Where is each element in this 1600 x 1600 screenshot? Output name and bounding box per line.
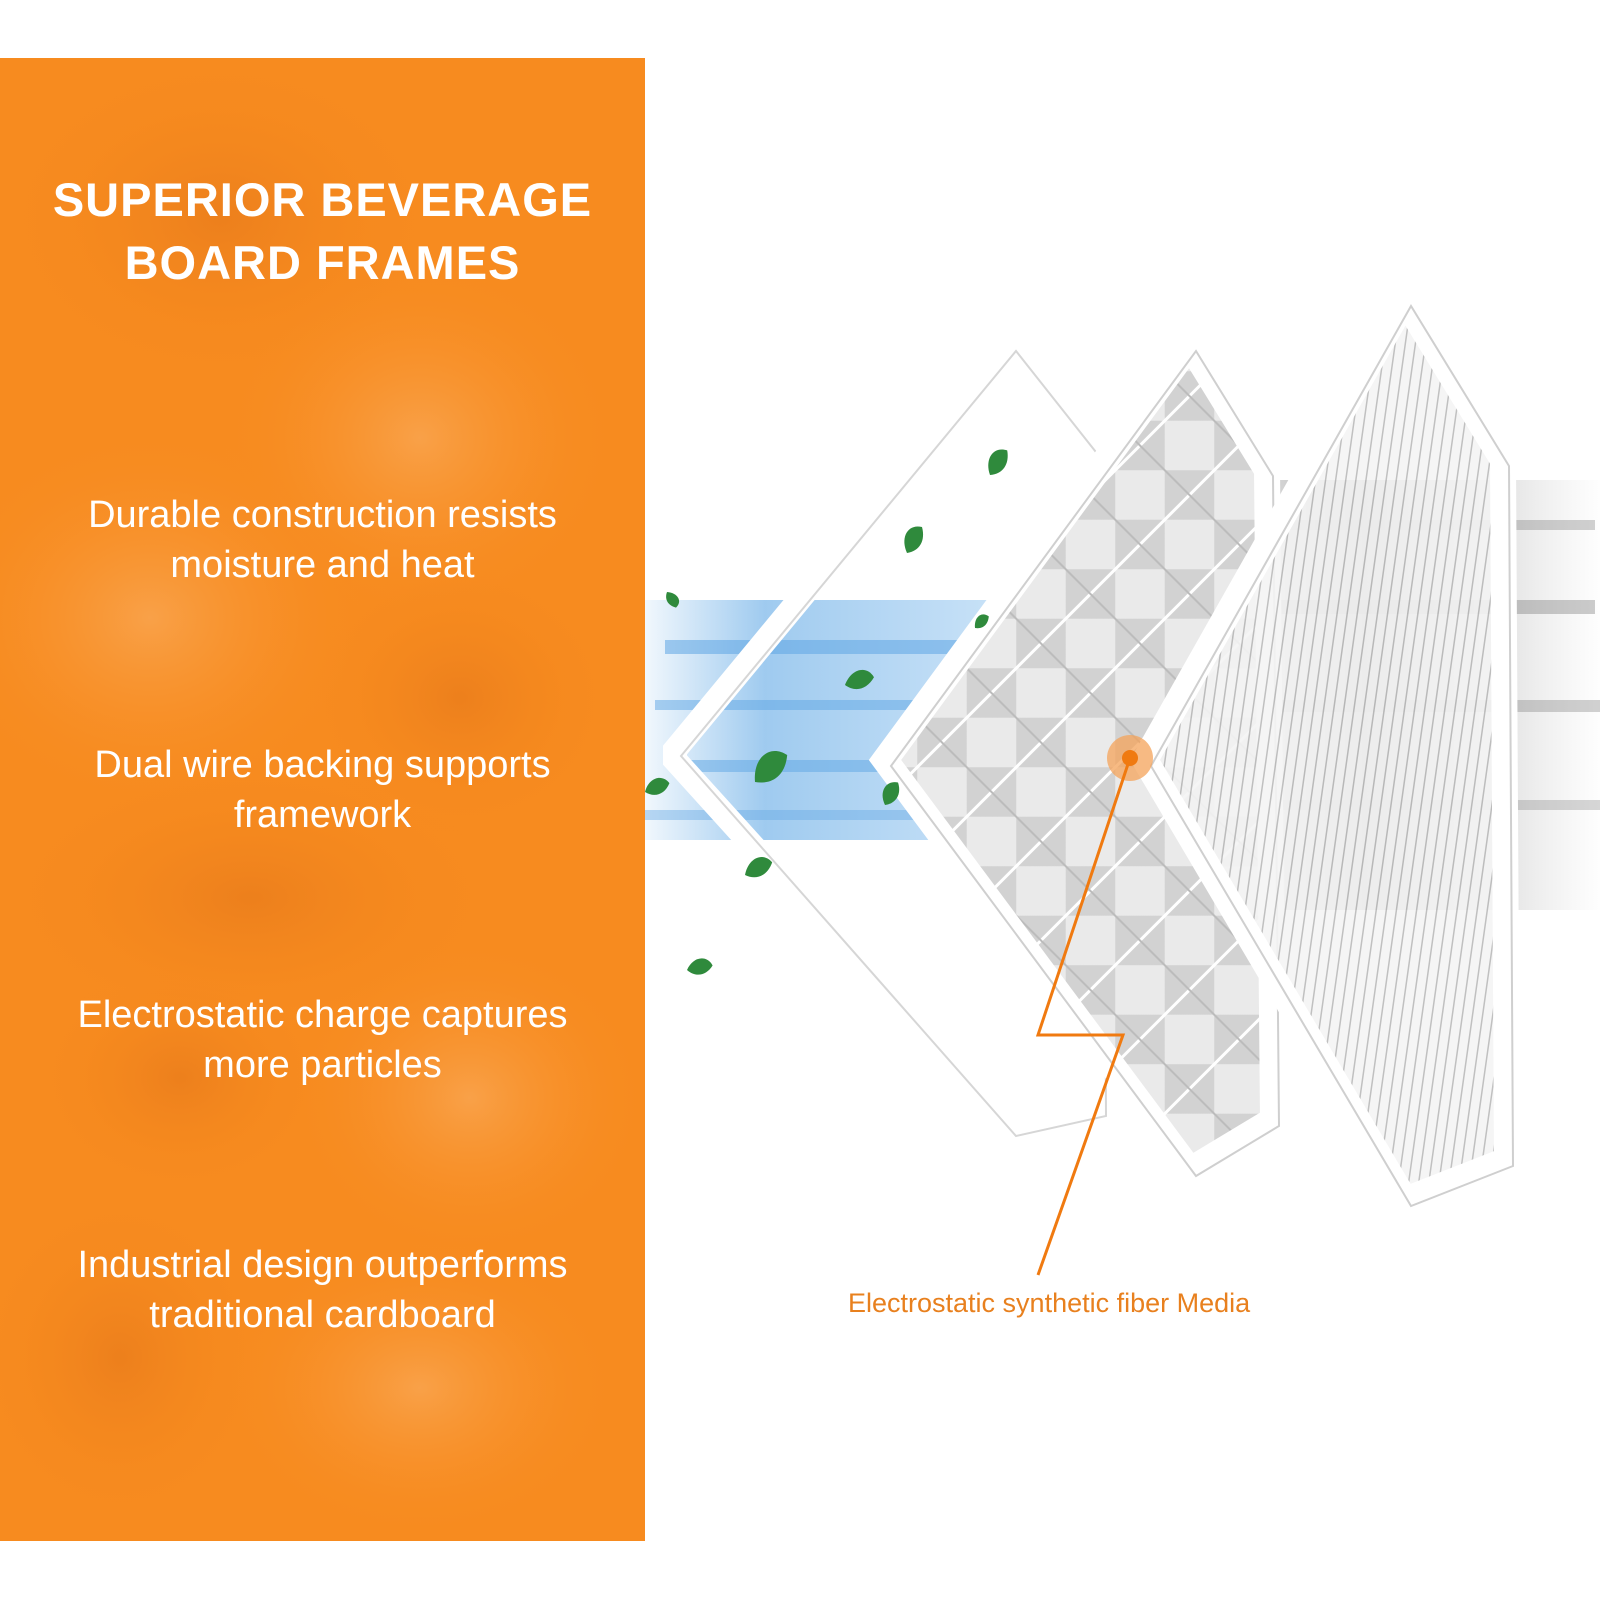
filter-exploded-view xyxy=(645,274,1600,1276)
feature-durable: Durable construction resists moisture an… xyxy=(20,490,625,590)
panel-title: SUPERIOR BEVERAGE BOARD FRAMES xyxy=(0,168,645,294)
panel-title-line-2: BOARD FRAMES xyxy=(124,236,521,289)
leaf-icons xyxy=(645,449,1008,975)
leaf-icon xyxy=(882,782,900,805)
feature-panel: SUPERIOR BEVERAGE BOARD FRAMES Durable c… xyxy=(0,58,645,1541)
feature-dual-wire: Dual wire backing supports framework xyxy=(20,740,625,840)
feature-industrial-line-1: Industrial design outperforms xyxy=(77,1244,568,1286)
panel-title-line-1: SUPERIOR BEVERAGE xyxy=(52,173,593,226)
leaf-icon xyxy=(645,777,670,795)
feature-industrial-line-2: traditional cardboard xyxy=(149,1294,496,1336)
feature-industrial: Industrial design outperforms traditiona… xyxy=(20,1240,625,1340)
feature-electrostatic-line-2: more particles xyxy=(203,1044,442,1086)
feature-electrostatic-line-1: Electrostatic charge captures xyxy=(77,994,568,1036)
leaf-icon xyxy=(845,669,874,690)
feature-dual-wire-line-1: Dual wire backing supports xyxy=(94,744,551,786)
leaf-icon xyxy=(745,857,773,878)
callout-pointer xyxy=(1035,735,1153,1276)
feature-durable-line-1: Durable construction resists xyxy=(88,494,557,536)
leaf-icon xyxy=(666,592,679,608)
callout-label: Electrostatic synthetic fiber Media xyxy=(848,1288,1251,1318)
filter-illustration xyxy=(645,0,1600,1600)
panel-background-photo xyxy=(0,58,645,1541)
feature-durable-line-2: moisture and heat xyxy=(170,544,475,586)
leaf-icon xyxy=(974,614,989,629)
feature-electrostatic: Electrostatic charge captures more parti… xyxy=(20,990,625,1090)
feature-dual-wire-line-2: framework xyxy=(233,794,412,836)
leaf-icon xyxy=(687,958,713,975)
filter-frame-back xyxy=(1129,274,1521,1217)
leaf-icon xyxy=(904,526,923,553)
leaf-icon xyxy=(754,750,788,783)
leaf-icon xyxy=(988,449,1008,475)
